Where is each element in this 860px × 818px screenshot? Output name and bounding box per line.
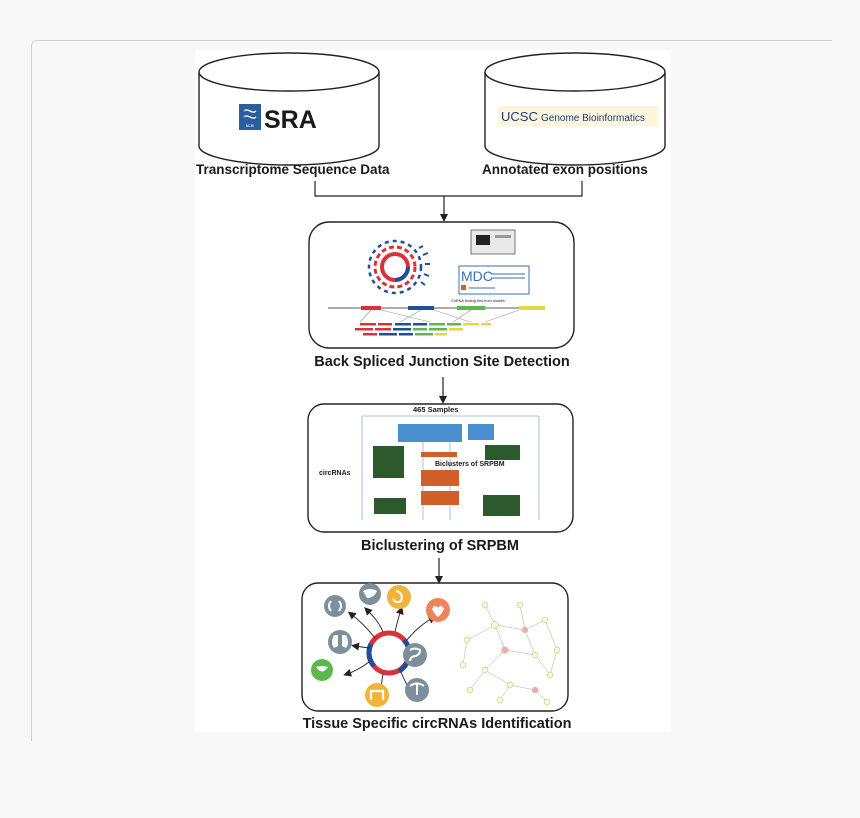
kidney-icon xyxy=(324,595,346,617)
ucsc-logo-subtext: Genome Bioinformatics xyxy=(541,113,645,124)
aligned-reads xyxy=(355,323,491,336)
exon-track xyxy=(328,306,545,310)
detection-title: Back Spliced Junction Site Detection xyxy=(314,354,569,370)
diagram-canvas: NCBI SRA Transcriptome Sequence Data UCS… xyxy=(195,50,671,732)
interaction-network xyxy=(459,601,561,706)
biclustering-title: Biclustering of SRPBM xyxy=(361,538,519,554)
tissue-title: Tissue Specific circRNAs Identification xyxy=(303,716,572,732)
circle-reads-graphic xyxy=(367,239,430,295)
mdc-logo-text: MDC xyxy=(461,268,493,284)
bicluster-block-orange xyxy=(421,452,457,457)
stomach-icon xyxy=(387,585,411,609)
bicluster-block-green xyxy=(483,495,520,516)
tool-caption: CirRNA finding first from studies xyxy=(451,299,505,303)
sra-logo-text: SRA xyxy=(264,106,317,134)
ucsc-logo: UCSC Genome Bioinformatics xyxy=(498,106,658,126)
workflow-diagram: NCBI SRA Transcriptome Sequence Data UCS… xyxy=(196,52,666,732)
bicluster-matrix xyxy=(361,415,540,520)
bicluster-block-green xyxy=(374,498,406,514)
lungs-icon xyxy=(328,630,352,654)
colon-icon xyxy=(365,683,389,707)
junction-lines xyxy=(359,309,520,323)
bicluster-block-blue xyxy=(468,424,494,440)
transcriptome-caption: Transcriptome Sequence Data xyxy=(196,162,390,177)
bicluster-block-green xyxy=(485,445,520,460)
biclustering-box xyxy=(307,403,574,533)
mdc-tool-logo: MDC xyxy=(458,265,530,295)
bicluster-block-orange xyxy=(421,470,459,486)
bicluster-block-green xyxy=(373,446,404,478)
sequencer-icon xyxy=(470,229,516,255)
ncbi-logo-text: NCBI xyxy=(246,124,255,128)
merge-connector xyxy=(314,181,583,222)
page-frame xyxy=(31,40,832,741)
circrnas-label: circRNAs xyxy=(319,470,351,477)
ucsc-database xyxy=(484,52,666,166)
samples-label: 465 Samples xyxy=(413,405,458,414)
sra-database xyxy=(198,52,380,166)
biclusters-label: Biclusters of SRPBM xyxy=(435,461,505,468)
ucsc-logo-text: UCSC xyxy=(501,109,538,124)
organ-icons xyxy=(311,583,450,707)
exon-positions-caption: Annotated exon positions xyxy=(482,162,648,177)
bicluster-block-orange xyxy=(421,491,459,505)
bicluster-block-blue xyxy=(398,424,462,442)
sra-logo: NCBI SRA xyxy=(239,104,317,134)
